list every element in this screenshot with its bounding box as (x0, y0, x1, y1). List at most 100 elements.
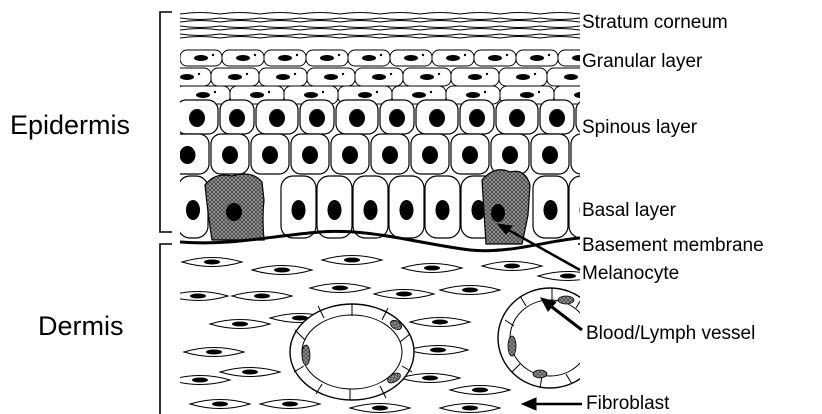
granular-nucleus (530, 55, 544, 61)
epidermis-bracket (160, 12, 172, 232)
spinous-nucleus (222, 146, 238, 164)
granule (380, 54, 382, 56)
granule (582, 73, 584, 75)
spinous-nucleus (582, 146, 598, 164)
fibroblast-nucleus (344, 258, 360, 263)
granular-nucleus (404, 55, 418, 61)
granular-nucleus (228, 74, 242, 80)
basal-nucleus (436, 200, 450, 220)
fibroblast-nucleus (430, 348, 446, 353)
fibroblast-nucleus (472, 388, 488, 393)
granular-nucleus (180, 74, 194, 80)
spinous-nucleus (469, 109, 485, 127)
granule (198, 73, 200, 75)
spinous-nucleus (269, 109, 285, 127)
granule (214, 91, 216, 93)
basal-nucleus (328, 200, 342, 220)
corneum-line (180, 37, 620, 39)
spinous-nucleus (509, 109, 525, 127)
fibroblast-nucleus (504, 264, 520, 269)
granule (338, 54, 340, 56)
granular-nucleus (420, 74, 434, 80)
fibroblast-nucleus (192, 378, 208, 383)
spinous-nucleus (180, 146, 196, 164)
fibroblast-nucleus (274, 268, 290, 273)
granular-nucleus (412, 92, 426, 98)
blood-vessel-left (290, 304, 414, 400)
granule (534, 73, 536, 75)
spinous-nucleus (342, 146, 358, 164)
spinous-layer-cells (166, 100, 618, 174)
melanocyte-label: Melanocyte (582, 264, 679, 283)
granule (464, 54, 466, 56)
granule (548, 54, 550, 56)
basal-nucleus (544, 200, 558, 220)
dermis-bracket (160, 244, 172, 414)
granular-nucleus (488, 55, 502, 61)
spinous-cell (571, 134, 609, 174)
granule (296, 54, 298, 56)
basal-nucleus (364, 200, 378, 220)
granular-layer-label: Granular layer (582, 52, 702, 71)
granular-nucleus (358, 92, 372, 98)
fibroblast-nucleus (462, 406, 478, 411)
granule (322, 91, 324, 93)
fibroblast-nucleus (432, 320, 448, 325)
spinous-nucleus (262, 146, 278, 164)
dermis-label: Dermis (38, 313, 124, 340)
granule (422, 54, 424, 56)
corneum-line (180, 34, 620, 36)
granule (294, 73, 296, 75)
granular-nucleus (520, 92, 534, 98)
corneum-line (180, 13, 620, 15)
granule (212, 54, 214, 56)
fibroblast-nucleus (242, 370, 258, 375)
corneum-line (180, 26, 620, 28)
fibroblast-nucleus (332, 286, 348, 291)
granular-layer-cells (163, 50, 608, 104)
granule (268, 91, 270, 93)
granule (246, 73, 248, 75)
fibroblast-nucleus (424, 266, 440, 271)
spinous-nucleus (302, 146, 318, 164)
granule (430, 91, 432, 93)
granule (376, 91, 378, 93)
granule (390, 73, 392, 75)
corneum-line (180, 21, 620, 23)
granular-nucleus (516, 74, 530, 80)
fibroblast-nucleus (190, 294, 206, 299)
granular-nucleus (372, 74, 386, 80)
granular-nucleus (468, 74, 482, 80)
granule (538, 91, 540, 93)
granule (342, 73, 344, 75)
granular-nucleus (196, 92, 210, 98)
spinous-nucleus (542, 146, 558, 164)
granule (486, 73, 488, 75)
spinous-nucleus (429, 109, 445, 127)
granular-nucleus (278, 55, 292, 61)
melanocyte-right-nucleus (491, 204, 505, 222)
fibroblast-nucleus (422, 376, 438, 381)
granular-nucleus (236, 55, 250, 61)
spinous-nucleus (389, 109, 405, 127)
fibroblast-nucleus (254, 294, 270, 299)
granule (254, 54, 256, 56)
stratum-corneum-layer (180, 13, 620, 39)
fibroblast-nucleus (462, 288, 478, 293)
fibroblast-nucleus (372, 406, 388, 411)
spinous-layer-label: Spinous layer (582, 118, 697, 137)
granular-nucleus (574, 92, 588, 98)
fibroblast-nucleus (282, 402, 298, 407)
granular-nucleus (362, 55, 376, 61)
granular-nucleus (564, 74, 578, 80)
granular-nucleus (250, 92, 264, 98)
granular-nucleus (466, 92, 480, 98)
granular-nucleus (446, 55, 460, 61)
fibroblast-nucleus (232, 322, 248, 327)
basement-membrane-label: Basement membrane (582, 236, 764, 255)
epidermis-label: Epidermis (10, 112, 130, 139)
granule (506, 54, 508, 56)
corneum-line (180, 18, 620, 20)
spinous-nucleus (229, 109, 245, 127)
fibroblast-nucleus (206, 350, 222, 355)
